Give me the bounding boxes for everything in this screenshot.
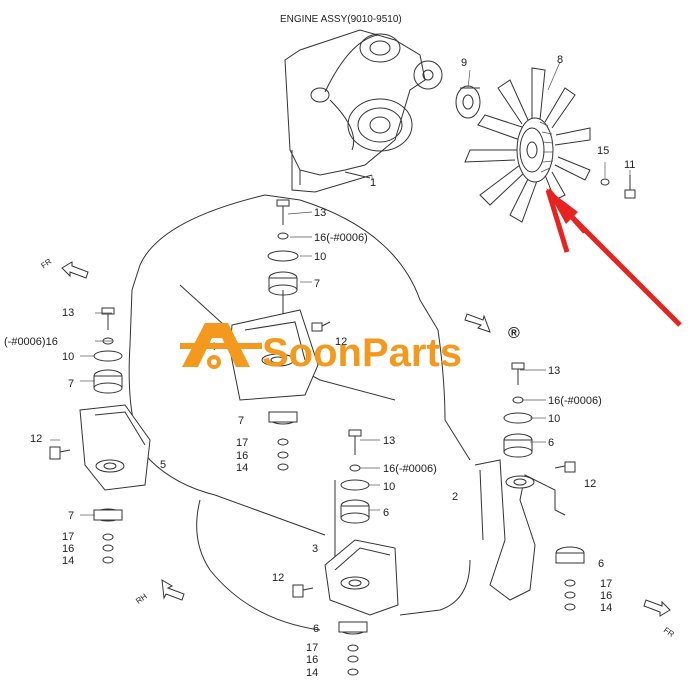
diagram-title: ENGINE ASSY(9010-9510) (280, 14, 402, 25)
part-label: 13 (383, 435, 395, 447)
part-label: 10 (383, 481, 395, 493)
part-label: 7 (238, 415, 244, 427)
cooling-fan (464, 67, 591, 223)
part-label: 3 (312, 543, 318, 555)
part-label: 6 (313, 623, 319, 635)
part-number-labels: 1 2 3 4 5 6 6 6 6 7 7 7 7 8 9 10 10 10 1… (4, 54, 635, 679)
part-label: 10 (62, 351, 74, 363)
registered-mark: ® (508, 325, 520, 342)
part-label: 16 (306, 654, 318, 666)
leader-lines (50, 61, 631, 516)
soonparts-watermark: SoonParts ® (180, 323, 520, 375)
direction-arrow-fr-bottom: FR (643, 599, 676, 639)
fan-washer (600, 178, 610, 186)
part-label: 7 (314, 278, 320, 290)
part-label: 17 (600, 578, 612, 590)
part-label: (-#0006)16 (4, 336, 58, 348)
part-label: 13 (62, 307, 74, 319)
fan-spacer (455, 85, 481, 119)
part-label: 14 (62, 555, 74, 567)
fr-label-left: FR (39, 257, 53, 271)
part-label: 17 (306, 642, 318, 654)
part-label: 8 (557, 54, 563, 66)
red-pointer-arrow-icon (545, 188, 682, 327)
part-label: 16 (62, 543, 74, 555)
direction-arrow-fr-left: FR (39, 257, 89, 279)
left-mount-stack (49, 307, 151, 564)
part-label: 5 (160, 459, 166, 471)
rh-label-left: RH (134, 592, 149, 606)
direction-arrow-fr-right (464, 313, 491, 333)
part-label: 6 (383, 507, 389, 519)
part-label: 11 (624, 159, 635, 171)
frame-outline (128, 194, 471, 631)
part-label: 1 (370, 177, 376, 189)
part-label: 7 (68, 378, 74, 390)
part-label: 17 (62, 531, 74, 543)
center-mount-stack (229, 199, 331, 471)
part-label: 12 (335, 336, 347, 348)
part-label: 16 (236, 450, 248, 462)
right-mount-stack (474, 362, 585, 611)
part-label: 9 (461, 57, 467, 69)
part-label: 7 (68, 510, 74, 522)
part-label: 12 (584, 478, 596, 490)
watermark-brand: SoonParts (262, 331, 462, 375)
part-label: 16(-#0006) (548, 395, 602, 407)
part-label: 14 (306, 667, 318, 679)
part-label: 12 (272, 572, 284, 584)
part-label: 16 (600, 590, 612, 602)
part-label: 14 (236, 462, 248, 474)
part-label: 10 (314, 251, 326, 263)
part-label: 6 (548, 437, 554, 449)
part-label: 14 (600, 602, 612, 614)
part-label: 6 (598, 558, 604, 570)
part-label: 13 (548, 365, 560, 377)
part-label: 16(-#0006) (314, 232, 368, 244)
part-label: 15 (597, 145, 609, 157)
direction-arrow-rh-left: RH (134, 579, 185, 606)
bottom-mount-stack (292, 429, 399, 676)
part-label: 13 (314, 207, 326, 219)
part-label: 12 (30, 433, 42, 445)
fr-label-bottom: FR (662, 625, 676, 639)
part-label: 16(-#0006) (383, 463, 437, 475)
part-label: 17 (236, 437, 248, 449)
excavator-logo-icon (180, 323, 262, 369)
fan-bolt (624, 175, 636, 199)
part-label: 2 (452, 491, 458, 503)
part-label: 10 (548, 413, 560, 425)
engine-assembly (284, 29, 443, 193)
